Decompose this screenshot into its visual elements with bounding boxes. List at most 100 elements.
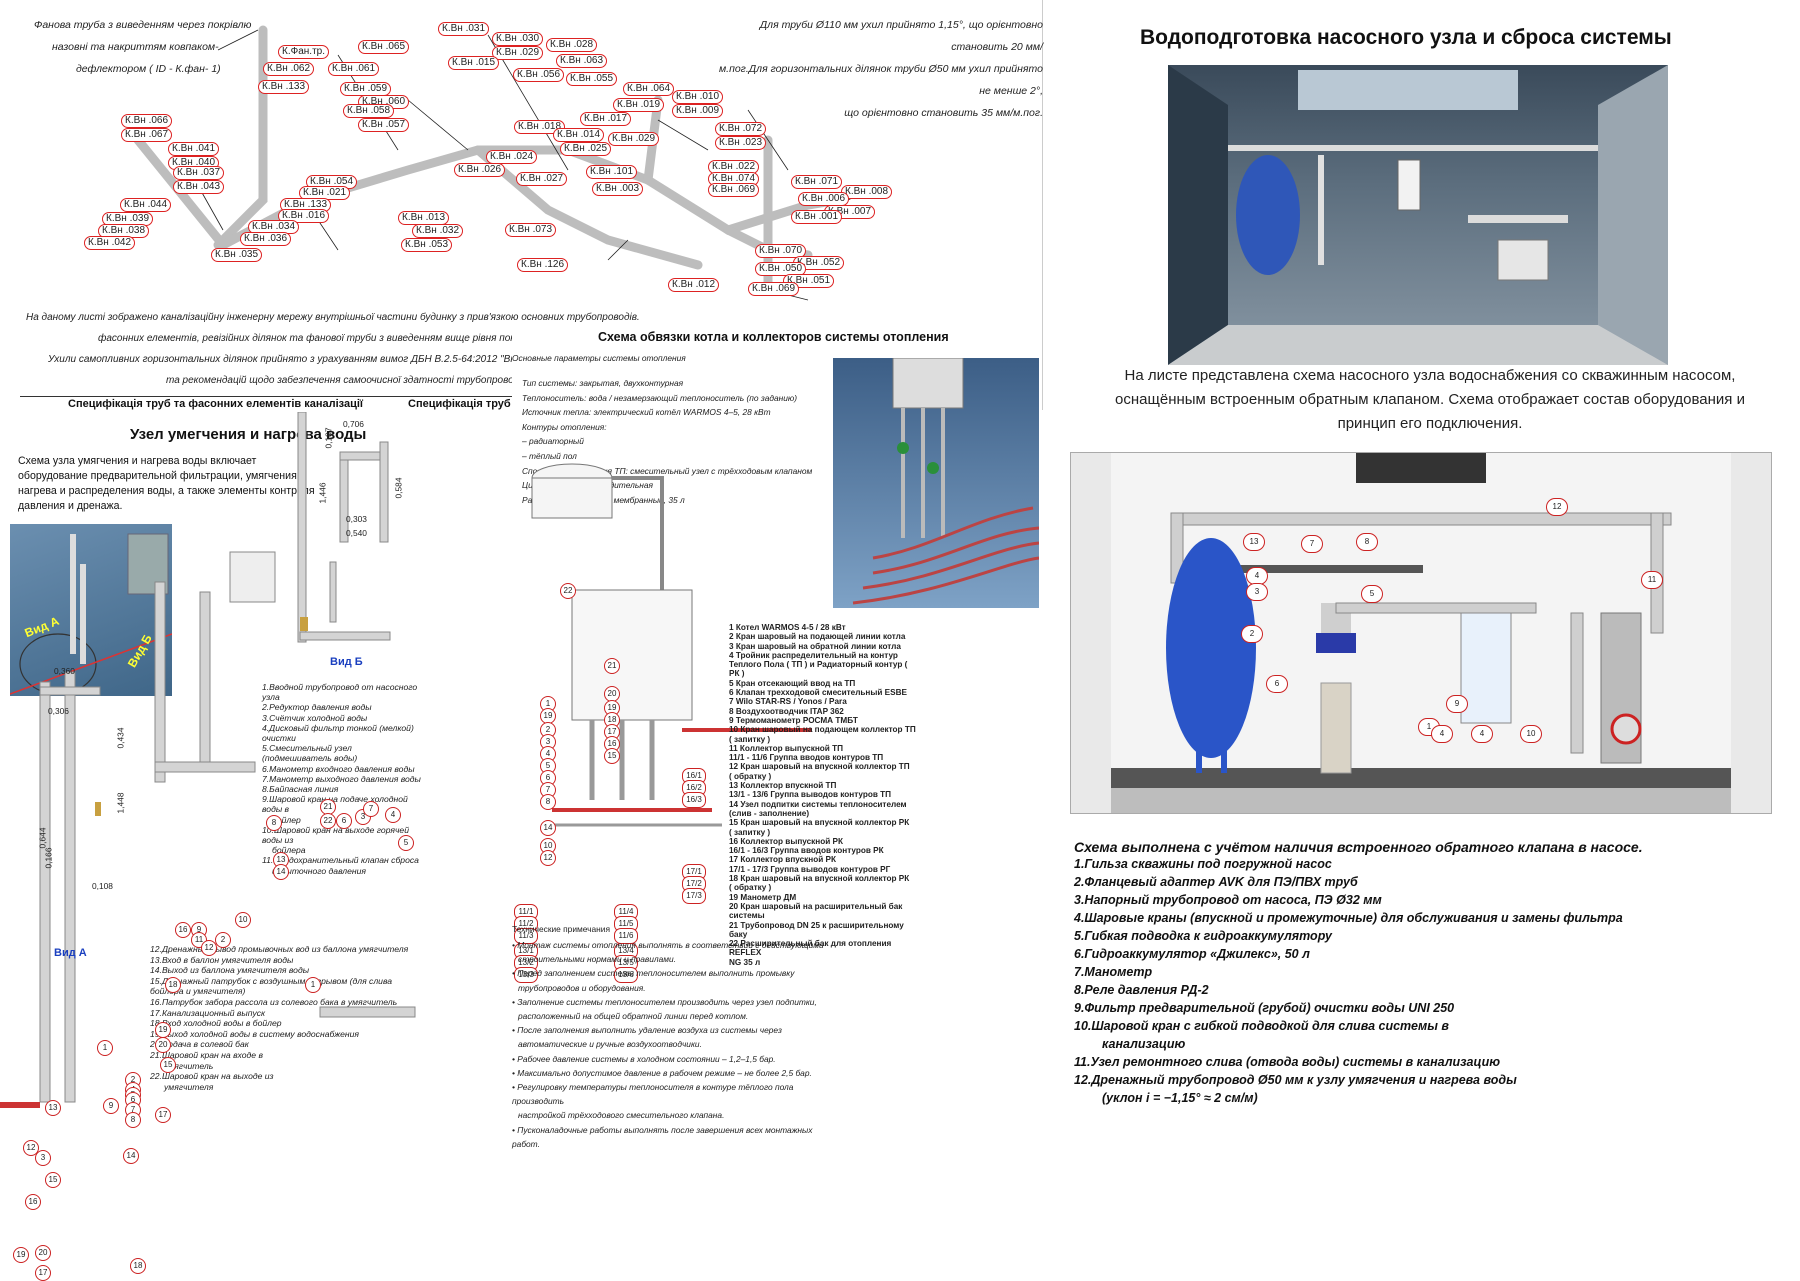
sewer-tag: К.Вн .001	[791, 210, 843, 224]
pump-legend-item: 3.Напорный трубопровод от насоса, ПЭ Ø32…	[1074, 893, 1382, 907]
softener-legend-item: 16.Патрубок забора рассола из солевого б…	[150, 996, 398, 1007]
sewer-tag: К.Вн .026	[454, 163, 506, 177]
pump-callout: 6	[1266, 675, 1288, 693]
softener-legend-item: 17.Канализационный выпуск	[150, 1007, 266, 1018]
pump-legend-item: (уклон i = −1,15° ≈ 2 см/м)	[1102, 1091, 1258, 1105]
softener-callout: 14	[273, 864, 289, 880]
sewer-tag: К.Вн .015	[448, 56, 500, 70]
sewer-note-right: Для труби Ø110 мм ухил прийнято 1,15°, щ…	[718, 14, 1043, 124]
boiler-legend-item: ( обратку )	[729, 771, 772, 781]
sewer-tag: К.Вн .012	[668, 278, 720, 292]
boiler-legend-item: 20 Кран шаровый на расширительный бак	[729, 901, 903, 911]
boiler-legend-item: 9 Термоманометр РОСМА ТМБТ	[729, 715, 858, 725]
param-line: – радиаторный	[522, 436, 584, 447]
boiler-3d-svg	[852, 358, 1039, 605]
softener-callout: 4	[385, 807, 401, 823]
sewer-tag: К.Вн .042	[84, 236, 136, 250]
boiler-notes-title: Технические примечания	[512, 924, 611, 934]
sewer-tag: К.Вн .069	[708, 183, 760, 197]
softener-legend-item: 14.Выход из баллона умягчителя воды	[150, 965, 310, 976]
softener-legend-a: 1.Вводной трубопровод от насосного узла …	[262, 682, 422, 876]
dim-label: 0,166	[43, 847, 54, 869]
dim-label: 0,306	[48, 706, 69, 716]
note-line: дефлектором ( ID - К.фан- 1)	[76, 63, 221, 75]
softener-callout: 10	[235, 912, 251, 928]
boiler-legend-item: 12 Кран шаровый на впускной коллектор ТП	[729, 762, 910, 772]
boiler-schematic	[531, 463, 812, 827]
dim-label: 0,706	[343, 419, 364, 429]
softener-legend-item: бойлер	[272, 814, 301, 825]
softener-legend-item: 19.Выход холодной воды в систему водосна…	[150, 1028, 360, 1039]
softener-legend-item: умягчителя	[164, 1081, 214, 1092]
softener-callout: 20	[35, 1245, 51, 1261]
softener-legend-item: 4.Дисковый фильтр тонкой (мелкой) очистк…	[262, 722, 414, 744]
dim-label: 0,644	[37, 827, 48, 849]
softener-legend-item: 8.Байпасная линия	[262, 784, 339, 795]
note-line: настройкой трёхходового смесительного кл…	[518, 1110, 725, 1121]
param-line: Тип системы: закрытая, двухконтурная	[522, 378, 684, 388]
sewer-tag: К.Вн .029	[492, 46, 544, 60]
caption-line: та рекомендацій щодо забезпечення самооч…	[166, 375, 530, 386]
softener-legend-item: 1.Вводной трубопровод от насосного узла	[262, 682, 418, 703]
boiler-callout: 15	[604, 748, 620, 764]
desc-line: оборудование предварительной фильтрации,…	[18, 470, 300, 482]
boiler-params-title: Основные параметры системы отопления	[512, 353, 686, 363]
softener-legend-item: 12.Дренажный вывод промывочных вод из ба…	[150, 944, 409, 954]
boiler-legend-item: ( обратку )	[729, 883, 772, 893]
note-line: назовні та накриттям ковпаком-	[52, 41, 219, 53]
boiler-callout: 21	[604, 658, 620, 674]
softener-legend-item: 2.Редуктор давления воды	[262, 702, 372, 713]
sewer-tag: К.Вн .071	[791, 175, 843, 189]
dim-label: 0,303	[346, 514, 367, 524]
pump-callout: 4	[1431, 725, 1453, 743]
boiler-legend-item: 4 Тройник распределительный на контур	[729, 650, 898, 660]
pump-legend-item: 1.Гильза скважины под погружной насос	[1074, 857, 1332, 871]
boiler-legend-item: 13 Коллектор впускной ТП	[729, 781, 837, 791]
pump-callout: 4	[1246, 567, 1268, 585]
boiler-callout: 13/6	[614, 967, 638, 983]
sewer-tag: К.Вн .032	[412, 224, 464, 238]
pump-legend-item: 6.Гидроаккумулятор «Джилекс», 50 л	[1074, 947, 1310, 961]
desc-line: принцип его подключения.	[1337, 415, 1523, 432]
sewer-tag: К.Вн .043	[173, 180, 225, 194]
pump-callout: 13	[1243, 533, 1265, 551]
note-line: м.пог.Для горизонтальних ділянок труби Ø…	[718, 63, 1043, 97]
boiler-legend-item: 17/1 - 17/3 Группа выводов контуров РГ	[729, 864, 891, 874]
boiler-legend-item: 7 Wilo STAR-RS / Yonos / Para	[729, 697, 847, 707]
pump-callout: 7	[1301, 535, 1323, 553]
param-line: Теплоноситель: вода / незамерзающий тепл…	[522, 392, 797, 403]
boiler-legend-item: 21 Трубопровод DN 25 к расширительному б…	[729, 920, 904, 939]
pump-legend-item: 12.Дренажный трубопровод Ø50 мм к узлу у…	[1074, 1073, 1517, 1087]
softener-panel: Узел умегчения и нагрева воды Схема узла…	[0, 412, 510, 1281]
softener-callout: 15	[160, 1057, 176, 1073]
boiler-callout: 13/3	[514, 967, 538, 983]
param-line: Контуры отопления:	[522, 421, 607, 432]
note-line: що орієнтовно становить 35 мм/м.пог.	[844, 107, 1043, 119]
boiler-legend-item: 15 Кран шаровый на впускной коллектор РК	[729, 818, 910, 828]
boiler-callout: 17/3	[682, 888, 706, 904]
pump-legend-item: 8.Реле давления РД-2	[1074, 983, 1209, 997]
note-line: расположенный на общей обратной линии пе…	[518, 1011, 749, 1022]
sewer-tag: К.Вн .003	[592, 182, 644, 196]
pump-title: Водоподготовка насосного узла и сброса с…	[1140, 26, 1672, 49]
note-line: строительными нормами и правилами.	[518, 954, 677, 965]
param-line: Источник тепла: электрический котёл WARM…	[522, 407, 771, 418]
pump-legend-item: 9.Фильтр предварительной (грубой) очистк…	[1074, 1001, 1455, 1015]
sewer-tag: К.Вн .041	[168, 142, 220, 156]
sewer-tag: К.Вн .027	[516, 172, 568, 186]
pump-note: Схема выполнена с учётом наличия встроен…	[1074, 839, 1643, 855]
sewer-tag: К.Вн .050	[755, 262, 807, 276]
softener-callout: 16	[175, 922, 191, 938]
boiler-legend-item: 5 Кран отсекающий ввод на ТП	[729, 678, 856, 688]
softener-legend-item: 7.Манометр выходного давления воды	[262, 773, 421, 784]
boiler-legend-item: 8 Воздухоотводчик ITAP 362	[729, 706, 844, 716]
softener-legend-b: 12.Дренажный вывод промывочных вод из ба…	[150, 944, 410, 1092]
note-line: • Рабочее давление системы в холодном со…	[512, 1053, 776, 1064]
sewer-tag: К.Вн .025	[560, 142, 612, 156]
softener-callout: 19	[155, 1022, 171, 1038]
boiler-legend-item: 11 Коллектор выпускной ТП	[729, 743, 843, 753]
boiler-legend-item: 17 Коллектор впускной РК	[729, 855, 836, 865]
sewer-tag: К.Вн .013	[398, 211, 450, 225]
pump-panel: Водоподготовка насосного узла и сброса с…	[1050, 0, 1800, 1124]
softener-callout: 2	[215, 932, 231, 948]
